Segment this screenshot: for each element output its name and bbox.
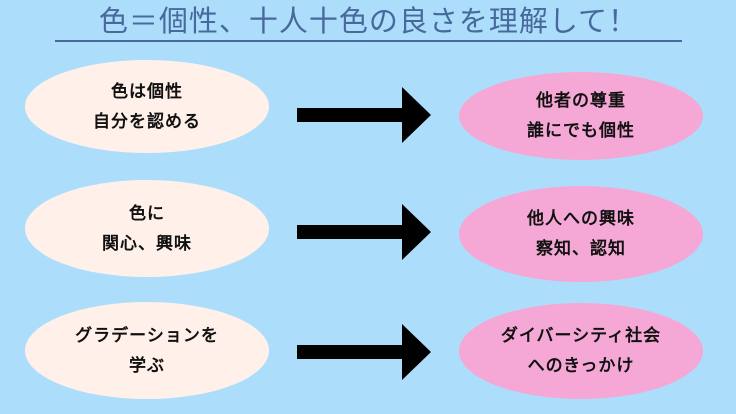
effect-ellipse-3: ダイバーシティ社会 へのきっかけ [459,303,703,399]
cause-3-line-1: グラデーションを [75,325,219,346]
cause-2-line-2: 関心、興味 [102,233,192,254]
effect-ellipse-2: 他人への興味 察知、認知 [459,186,703,282]
effect-ellipse-1: 他者の尊重 誰にでも個性 [459,72,703,160]
cause-1-line-1: 色は個性 [111,81,183,102]
cause-3-line-2: 学ぶ [129,355,165,376]
cause-ellipse-3: グラデーションを 学ぶ [25,302,269,399]
page-title: 色＝個性、十人十色の良さを理解して！ [55,2,682,42]
cause-ellipse-2: 色に 関心、興味 [25,180,269,277]
cause-1-line-2: 自分を認める [93,111,201,132]
effect-2-line-2: 察知、認知 [536,239,626,259]
right-arrow-icon [297,204,431,260]
cause-ellipse-1: 色は個性 自分を認める [25,60,269,153]
effect-2-line-1: 他人への興味 [527,209,635,229]
right-arrow-icon [297,324,431,380]
cause-2-line-1: 色に [129,203,165,224]
effect-1-line-2: 誰にでも個性 [527,121,635,141]
effect-1-line-1: 他者の尊重 [536,91,626,111]
effect-3-line-1: ダイバーシティ社会 [500,326,662,346]
right-arrow-icon [297,87,431,143]
effect-3-line-2: へのきっかけ [527,356,635,376]
